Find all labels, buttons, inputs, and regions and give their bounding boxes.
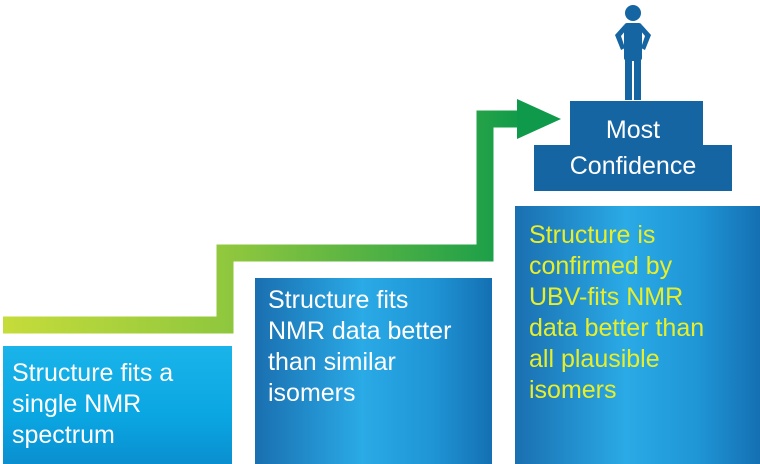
step-all-plausible-isomers: Structure is confirmed by UBV-fits NMR d… [515,206,760,464]
step-text: confirmed by [529,252,673,280]
step-text: NMR data better [268,317,452,345]
step-text: Structure fits a [12,359,174,387]
step-text: data better than [529,314,705,342]
step-text: isomers [268,379,356,407]
step-text: UBV-fits NMR [529,283,684,311]
step-text: single NMR [12,390,142,418]
podium-label: Most Confidence [534,112,732,184]
step-text: isomers [529,376,617,404]
step-text: spectrum [12,421,115,449]
podium-bottom-tier [534,145,732,191]
step-text: all plausible [529,345,660,373]
step-text: than similar [268,348,396,376]
person-icon [615,5,651,100]
step-similar-isomers: Structure fits NMR data better than simi… [255,278,492,464]
step-text: Structure is [529,221,656,249]
step-single-spectrum: Structure fits a single NMR spectrum [3,346,232,464]
podium-text: Confidence [569,152,697,180]
podium-text: Most [605,116,661,144]
step-text: Structure fits [268,286,409,314]
podium-top-tier [570,101,703,145]
